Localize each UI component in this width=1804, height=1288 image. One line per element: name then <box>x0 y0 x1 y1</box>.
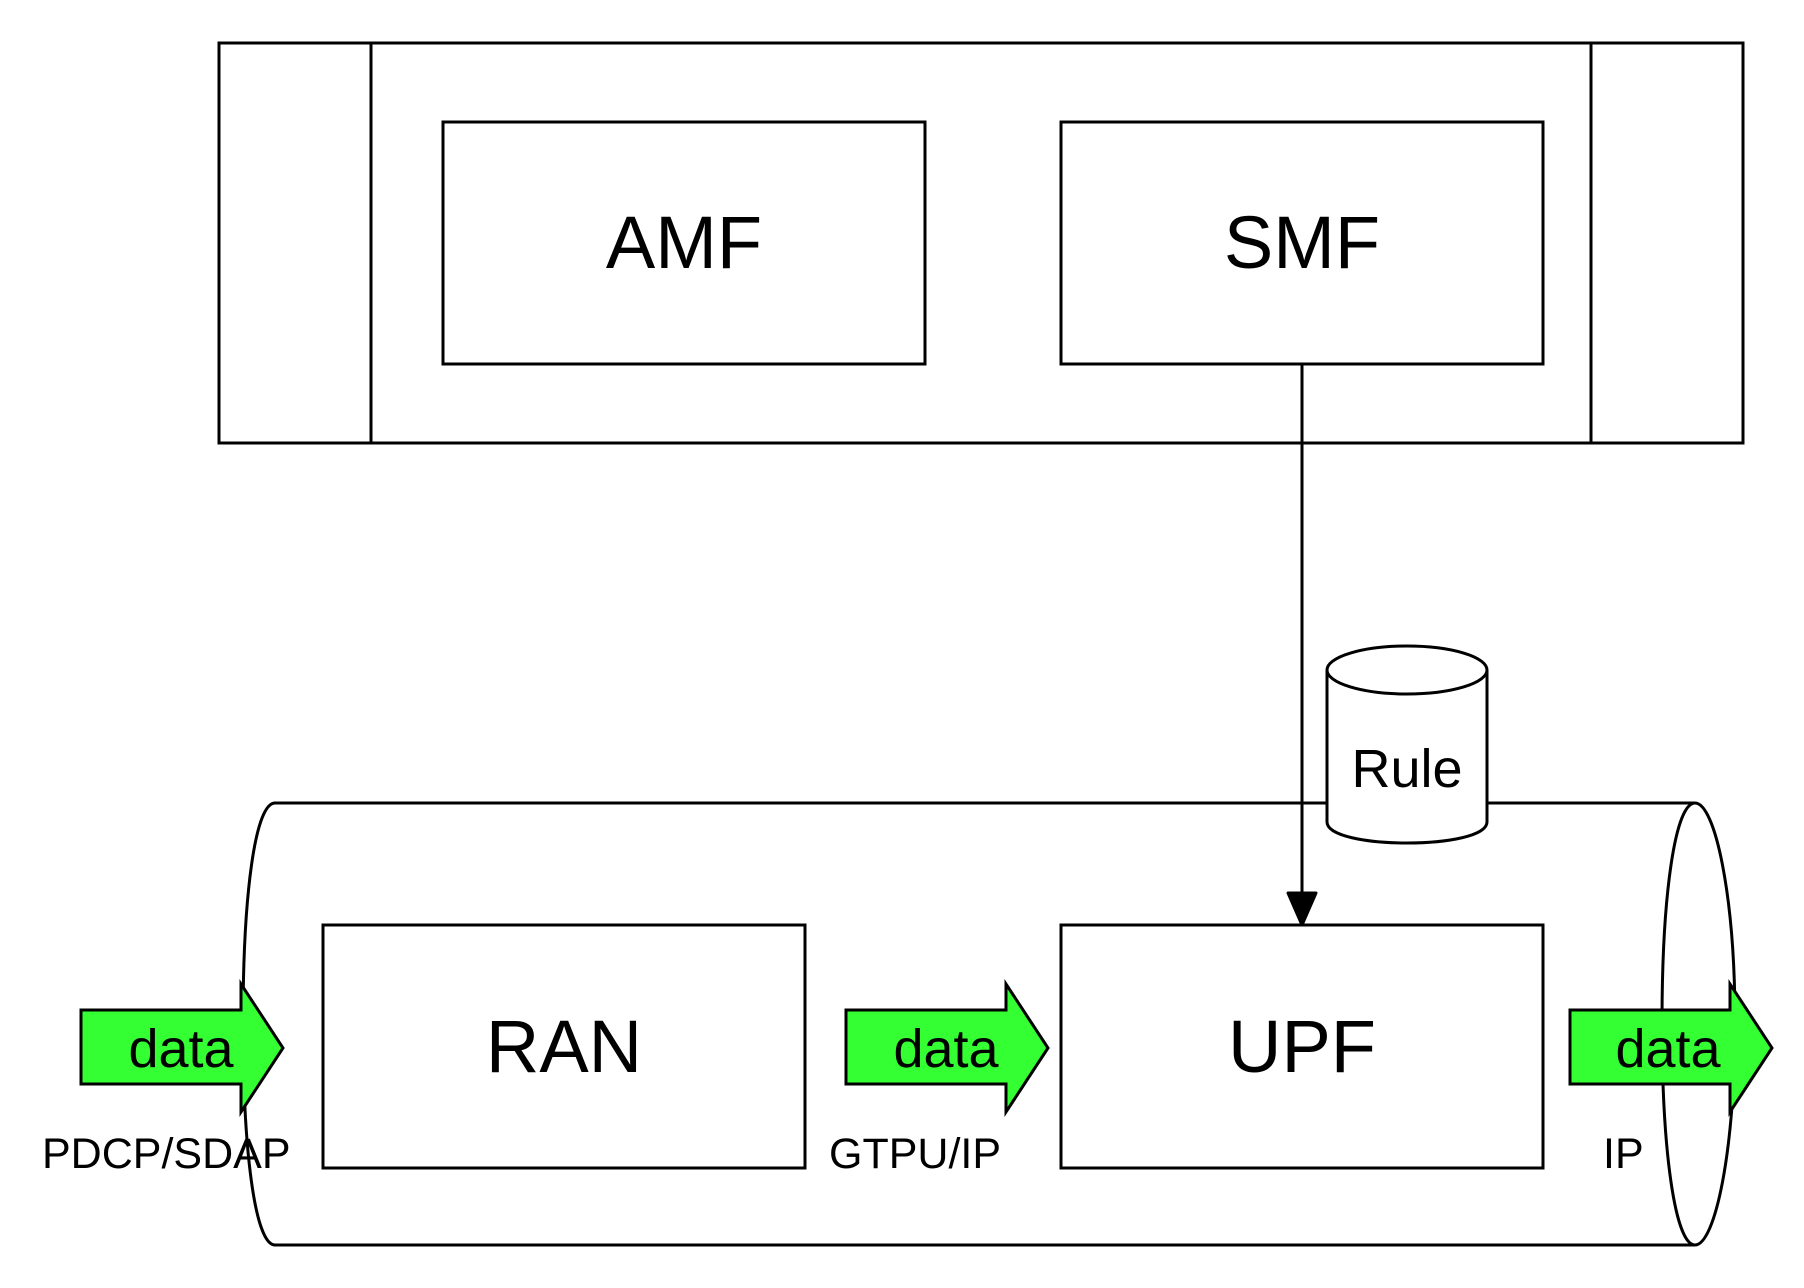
ran-label: RAN <box>486 1005 642 1088</box>
upf-label: UPF <box>1228 1005 1376 1088</box>
upf-node: UPF <box>1059 923 1545 1170</box>
data-flow-arrow-3: data <box>1568 978 1774 1118</box>
amf-label: AMF <box>606 201 762 284</box>
data-flow-label-2: data <box>893 1019 999 1079</box>
rule-database-icon: Rule <box>1325 644 1489 845</box>
rule-label: Rule <box>1351 739 1462 799</box>
protocol-label-pdcp-sdap: PDCP/SDAP <box>42 1130 291 1178</box>
data-flow-arrow-1: data <box>79 978 285 1118</box>
protocol-label-ip: IP <box>1603 1130 1644 1178</box>
data-flow-arrow-2: data <box>844 978 1050 1118</box>
smf-label: SMF <box>1224 201 1380 284</box>
ran-node: RAN <box>321 923 807 1170</box>
smf-to-upf-arrow <box>1286 364 1318 927</box>
amf-node: AMF <box>441 120 927 366</box>
data-flow-label-3: data <box>1615 1019 1721 1079</box>
protocol-label-gtpu-ip: GTPU/IP <box>829 1130 1001 1178</box>
data-flow-label-1: data <box>128 1019 234 1079</box>
smf-node: SMF <box>1059 120 1545 366</box>
